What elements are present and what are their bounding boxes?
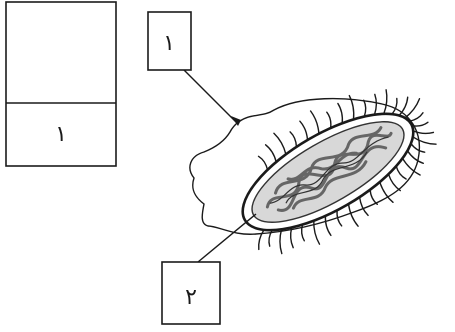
pilus-hair bbox=[412, 122, 428, 126]
callout-1-label: ١ bbox=[163, 31, 175, 56]
answer-table-label: ١ bbox=[55, 122, 67, 147]
callout-2-label: ٢ bbox=[185, 285, 197, 310]
pilus-hair bbox=[280, 229, 282, 253]
callout-1-leader bbox=[184, 70, 238, 124]
pilus-hair bbox=[291, 228, 294, 248]
answer-blank-cell[interactable] bbox=[7, 3, 115, 102]
answer-table: ١ bbox=[6, 2, 116, 166]
pilus-hair bbox=[409, 113, 423, 122]
bacterium bbox=[190, 90, 436, 254]
callout-1: ١ bbox=[148, 12, 241, 126]
